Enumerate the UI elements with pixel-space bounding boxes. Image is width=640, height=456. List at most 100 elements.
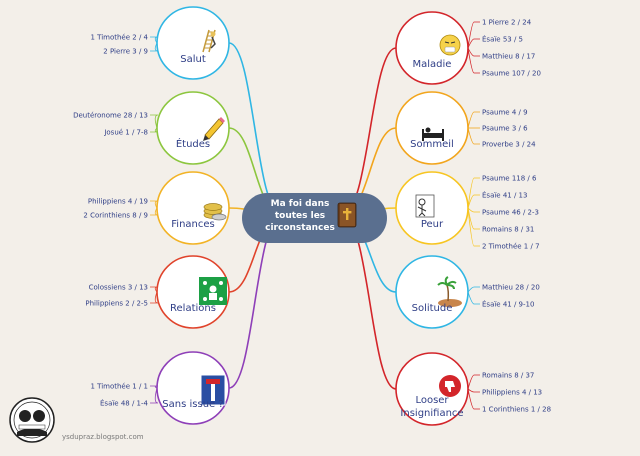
- reference-connector: [150, 114, 159, 129]
- reference-item[interactable]: 2 Pierre 3 / 9: [103, 42, 159, 56]
- reference-connector: [467, 388, 480, 393]
- reference-text: Romains 8 / 31: [482, 226, 534, 234]
- topic-salut[interactable]: Salut: [156, 6, 230, 80]
- topic-label: Salut: [180, 54, 206, 65]
- reference-item[interactable]: Psaume 118 / 6: [467, 175, 537, 209]
- central-title-line: Ma foi dans: [271, 199, 330, 209]
- reference-text: Josué 1 / 7-8: [103, 129, 148, 137]
- reference-item[interactable]: Philippiens 4 / 13: [467, 388, 542, 397]
- reference-item[interactable]: Matthieu 8 / 17: [467, 47, 535, 61]
- reference-item[interactable]: Psaume 107 / 20: [467, 47, 541, 78]
- reference-connector: [467, 177, 480, 209]
- topic-bubble: [156, 6, 230, 80]
- reference-item[interactable]: 2 Corinthiens 8 / 9: [83, 207, 159, 220]
- reference-connector: [150, 36, 159, 44]
- reference-connector: [467, 194, 480, 209]
- topic-label: Études: [176, 137, 210, 150]
- reference-item[interactable]: Philippiens 2 / 2-5: [85, 291, 159, 308]
- reference-text: Ésaïe 41 / 9-10: [482, 300, 534, 309]
- reference-connector: [150, 42, 159, 52]
- reference-item[interactable]: Psaume 46 / 2-3: [467, 207, 539, 217]
- branch-salut: [228, 42, 283, 216]
- reference-text: Philippiens 4 / 19: [88, 198, 148, 206]
- reference-connector: [467, 47, 480, 57]
- reference-item[interactable]: Romains 8 / 37: [467, 372, 534, 390]
- topic-maladie[interactable]: Maladie: [395, 11, 469, 85]
- reference-connector: [150, 291, 159, 304]
- reference-text: Deutéronome 28 / 13: [73, 112, 148, 120]
- topic-sommeil[interactable]: Sommeil: [395, 91, 469, 165]
- reference-text: Proverbe 3 / 24: [482, 141, 536, 149]
- reference-item[interactable]: Ésaïe 53 / 5: [467, 35, 523, 49]
- topic-label: Sans issue ?: [162, 399, 223, 410]
- topic-relations[interactable]: Relations: [156, 255, 230, 329]
- logo-seal: [9, 397, 55, 443]
- reference-text: 2 Pierre 3 / 9: [103, 48, 148, 56]
- reference-text: Matthieu 8 / 17: [482, 53, 535, 61]
- reference-item[interactable]: 1 Timothée 2 / 4: [90, 34, 159, 44]
- reference-text: 2 Corinthiens 8 / 9: [83, 212, 148, 220]
- reference-item[interactable]: Psaume 4 / 9: [467, 109, 528, 129]
- bed-icon: [422, 127, 444, 141]
- topic-label: Peur: [421, 219, 444, 230]
- reference-connector: [467, 127, 480, 145]
- reference-connector: [467, 207, 480, 247]
- reference-item[interactable]: Philippiens 4 / 19: [88, 198, 159, 209]
- reference-item[interactable]: 2 Timothée 1 / 7: [467, 207, 540, 251]
- dead-end-sign-icon: [200, 374, 226, 406]
- topic-finances[interactable]: Finances: [156, 171, 230, 245]
- reference-connector: [150, 385, 159, 389]
- pencil-icon: [203, 117, 225, 141]
- reference-text: Colossiens 3 / 13: [89, 284, 148, 292]
- reference-item[interactable]: Psaume 3 / 6: [467, 125, 528, 133]
- reference-item[interactable]: Matthieu 28 / 20: [467, 284, 540, 293]
- reference-item[interactable]: Josué 1 / 7-8: [103, 127, 159, 137]
- reference-text: Psaume 107 / 20: [482, 70, 541, 78]
- topic-etudes[interactable]: Études: [156, 91, 230, 165]
- thumbs-down-icon: [439, 375, 461, 397]
- reference-text: 1 Pierre 2 / 24: [482, 19, 532, 27]
- reference-item[interactable]: Ésaïe 41 / 9-10: [467, 291, 534, 309]
- topic-label: Looser: [415, 395, 449, 406]
- reference-item[interactable]: 1 Corinthiens 1 / 28: [467, 388, 551, 414]
- reference-item[interactable]: Proverbe 3 / 24: [467, 127, 536, 149]
- blog-credit: ysdupraz.blogspot.com: [62, 433, 144, 441]
- topic-label: Finances: [171, 219, 214, 230]
- bible-icon: [337, 202, 357, 228]
- reference-item[interactable]: Deutéronome 28 / 13: [73, 112, 159, 129]
- topic-solitude[interactable]: Solitude: [395, 255, 469, 329]
- topic-sans-issue[interactable]: Sans issue ?: [156, 351, 230, 425]
- topic-peur[interactable]: Peur: [395, 171, 469, 245]
- reference-text: Philippiens 4 / 13: [482, 389, 542, 397]
- reference-connector: [467, 374, 480, 390]
- reference-text: Psaume 3 / 6: [482, 125, 528, 133]
- reference-connector: [467, 388, 480, 410]
- reference-connector: [150, 286, 159, 293]
- reference-connector: [467, 291, 480, 305]
- reference-item[interactable]: 1 Pierre 2 / 24: [467, 19, 532, 49]
- reference-text: Romains 8 / 37: [482, 372, 534, 380]
- reference-text: 1 Timothée 2 / 4: [90, 34, 148, 42]
- topic-label: Maladie: [413, 59, 452, 70]
- topic-label: Solitude: [412, 303, 453, 314]
- reference-text: 1 Corinthiens 1 / 28: [482, 406, 551, 414]
- reference-item[interactable]: Ésaïe 41 / 13: [467, 191, 527, 209]
- reference-connector: [150, 207, 159, 216]
- reference-connector: [467, 286, 480, 293]
- topic-label: Relations: [170, 303, 216, 314]
- reference-item[interactable]: Ésaïe 48 / 1-4: [100, 387, 159, 408]
- reference-connector: [467, 111, 480, 129]
- reference-text: Ésaïe 41 / 13: [482, 191, 527, 200]
- frightened-person-icon: [415, 194, 435, 218]
- reference-item[interactable]: 1 Timothée 1 / 1: [90, 383, 159, 391]
- reference-text: Ésaïe 53 / 5: [482, 35, 523, 44]
- reference-connector: [467, 38, 480, 49]
- reference-text: 1 Timothée 1 / 1: [90, 383, 148, 391]
- reference-text: Ésaïe 48 / 1-4: [100, 399, 149, 408]
- reference-item[interactable]: Colossiens 3 / 13: [89, 284, 159, 293]
- desert-island-icon: [437, 276, 462, 307]
- central-title-line: toutes les: [275, 211, 325, 221]
